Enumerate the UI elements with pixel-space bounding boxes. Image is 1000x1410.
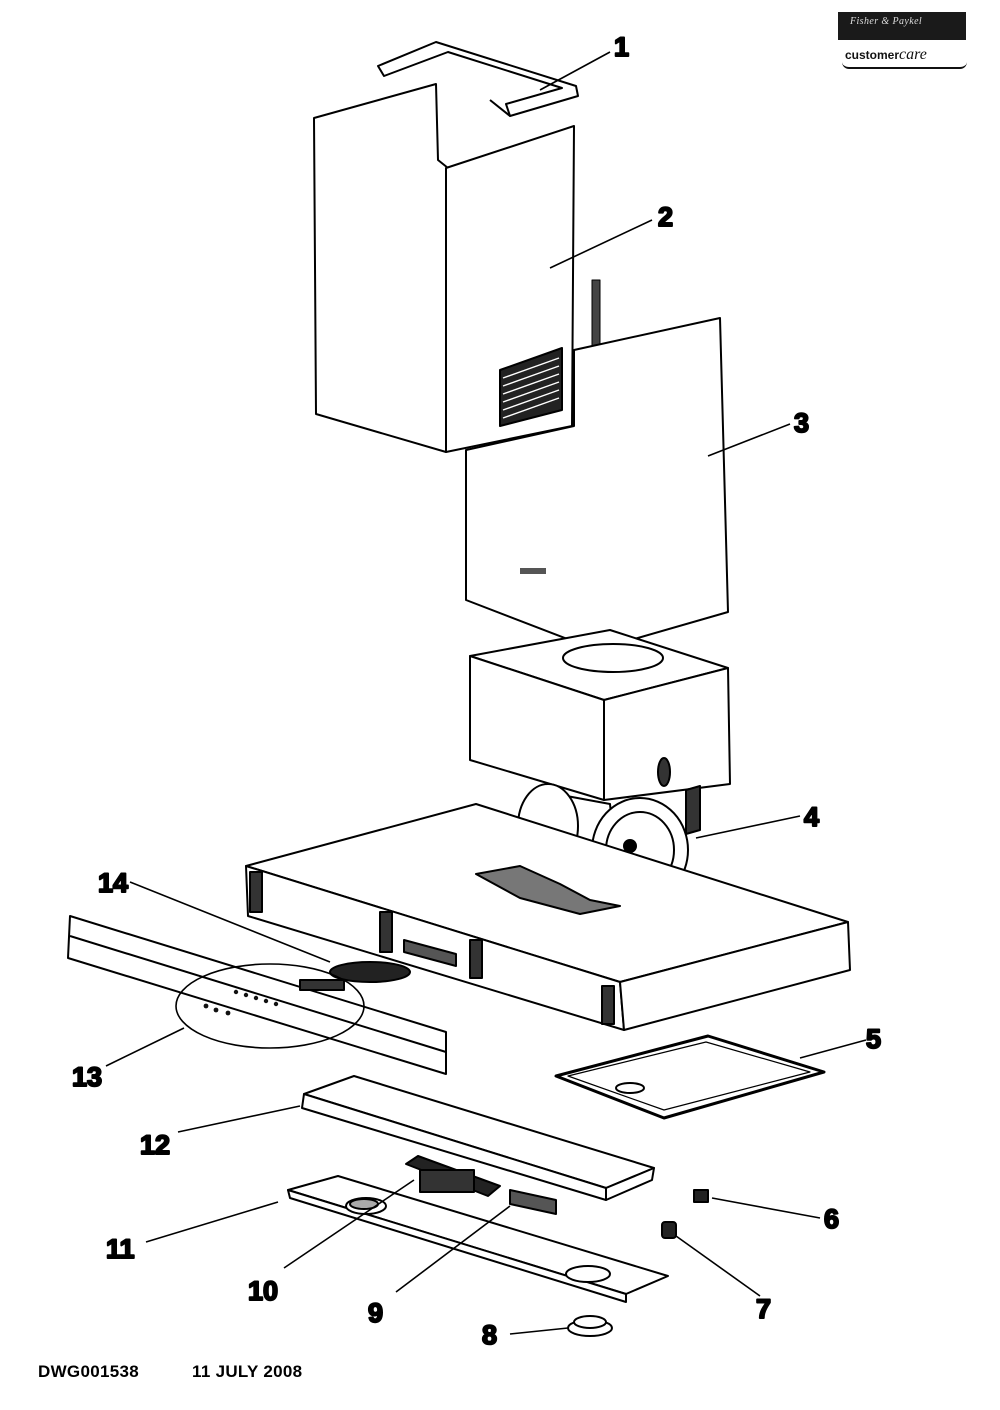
part-3-lower-chimney-cover	[465, 317, 729, 651]
drawing-date: 11 JULY 2008	[192, 1362, 303, 1381]
canopy-body	[245, 803, 851, 1031]
part-1-bracket	[377, 41, 579, 117]
part-7-knob	[661, 1221, 677, 1239]
callout-3: 3	[794, 408, 809, 438]
drawing-number: DWG001538	[38, 1362, 139, 1381]
callout-10: 10	[248, 1276, 278, 1306]
part-9-switch-module	[405, 1155, 557, 1215]
callout-7: 7	[756, 1294, 771, 1324]
callout-2: 2	[658, 202, 673, 232]
customer-care-logo: customercare	[845, 46, 927, 63]
part-13-control-buttons	[175, 963, 365, 1049]
callout-5: 5	[866, 1024, 881, 1054]
part-12-lower-tray	[301, 1075, 655, 1201]
part-14-fascia-panel	[67, 915, 447, 1075]
callout-13: 13	[72, 1062, 102, 1092]
brand-name: Fisher & Paykel	[850, 16, 923, 27]
callout-4: 4	[804, 802, 819, 832]
callout-8: 8	[482, 1320, 497, 1350]
callout-9: 9	[368, 1298, 383, 1328]
leader-lines	[105, 51, 867, 1335]
callout-14: 14	[98, 868, 128, 898]
logo-swoosh	[842, 62, 967, 69]
callout-12: 12	[140, 1130, 170, 1160]
part-6-screw	[693, 1189, 709, 1203]
part-2-upper-chimney-cover	[313, 83, 575, 453]
callout-11: 11	[106, 1234, 135, 1264]
part-8-lamp-cap	[567, 1315, 613, 1337]
callout-numbers: 1 2 3 4 5 6 7 8 9 10 11 12 13 14	[71, 31, 882, 1351]
part-5-grease-filter	[554, 1034, 826, 1120]
brand-logo: Fisher & Paykel	[838, 12, 966, 40]
callout-6: 6	[824, 1204, 839, 1234]
callout-1: 1	[614, 32, 629, 62]
